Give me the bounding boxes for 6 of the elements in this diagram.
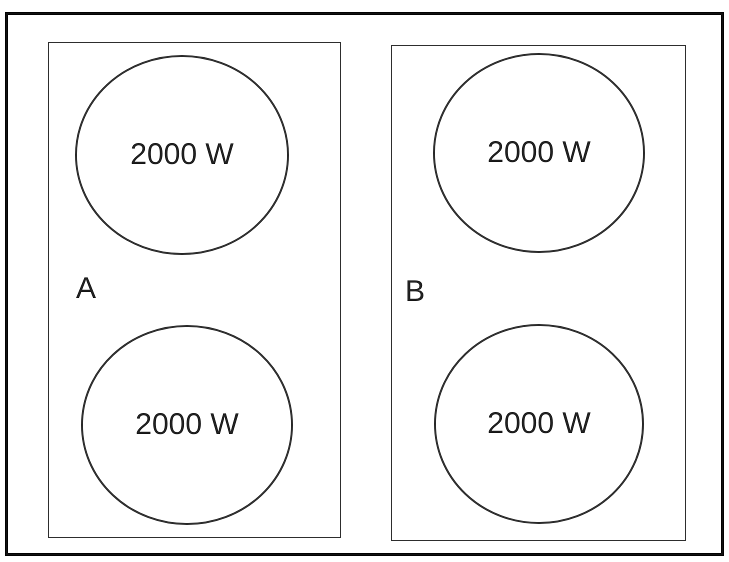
power-rating: 2000 W (135, 410, 239, 440)
power-rating: 2000 W (487, 409, 591, 439)
zone-letter: A (76, 274, 96, 304)
power-rating: 2000 W (130, 140, 234, 170)
power-rating: 2000 W (487, 138, 591, 168)
zone-letter: B (405, 277, 426, 307)
